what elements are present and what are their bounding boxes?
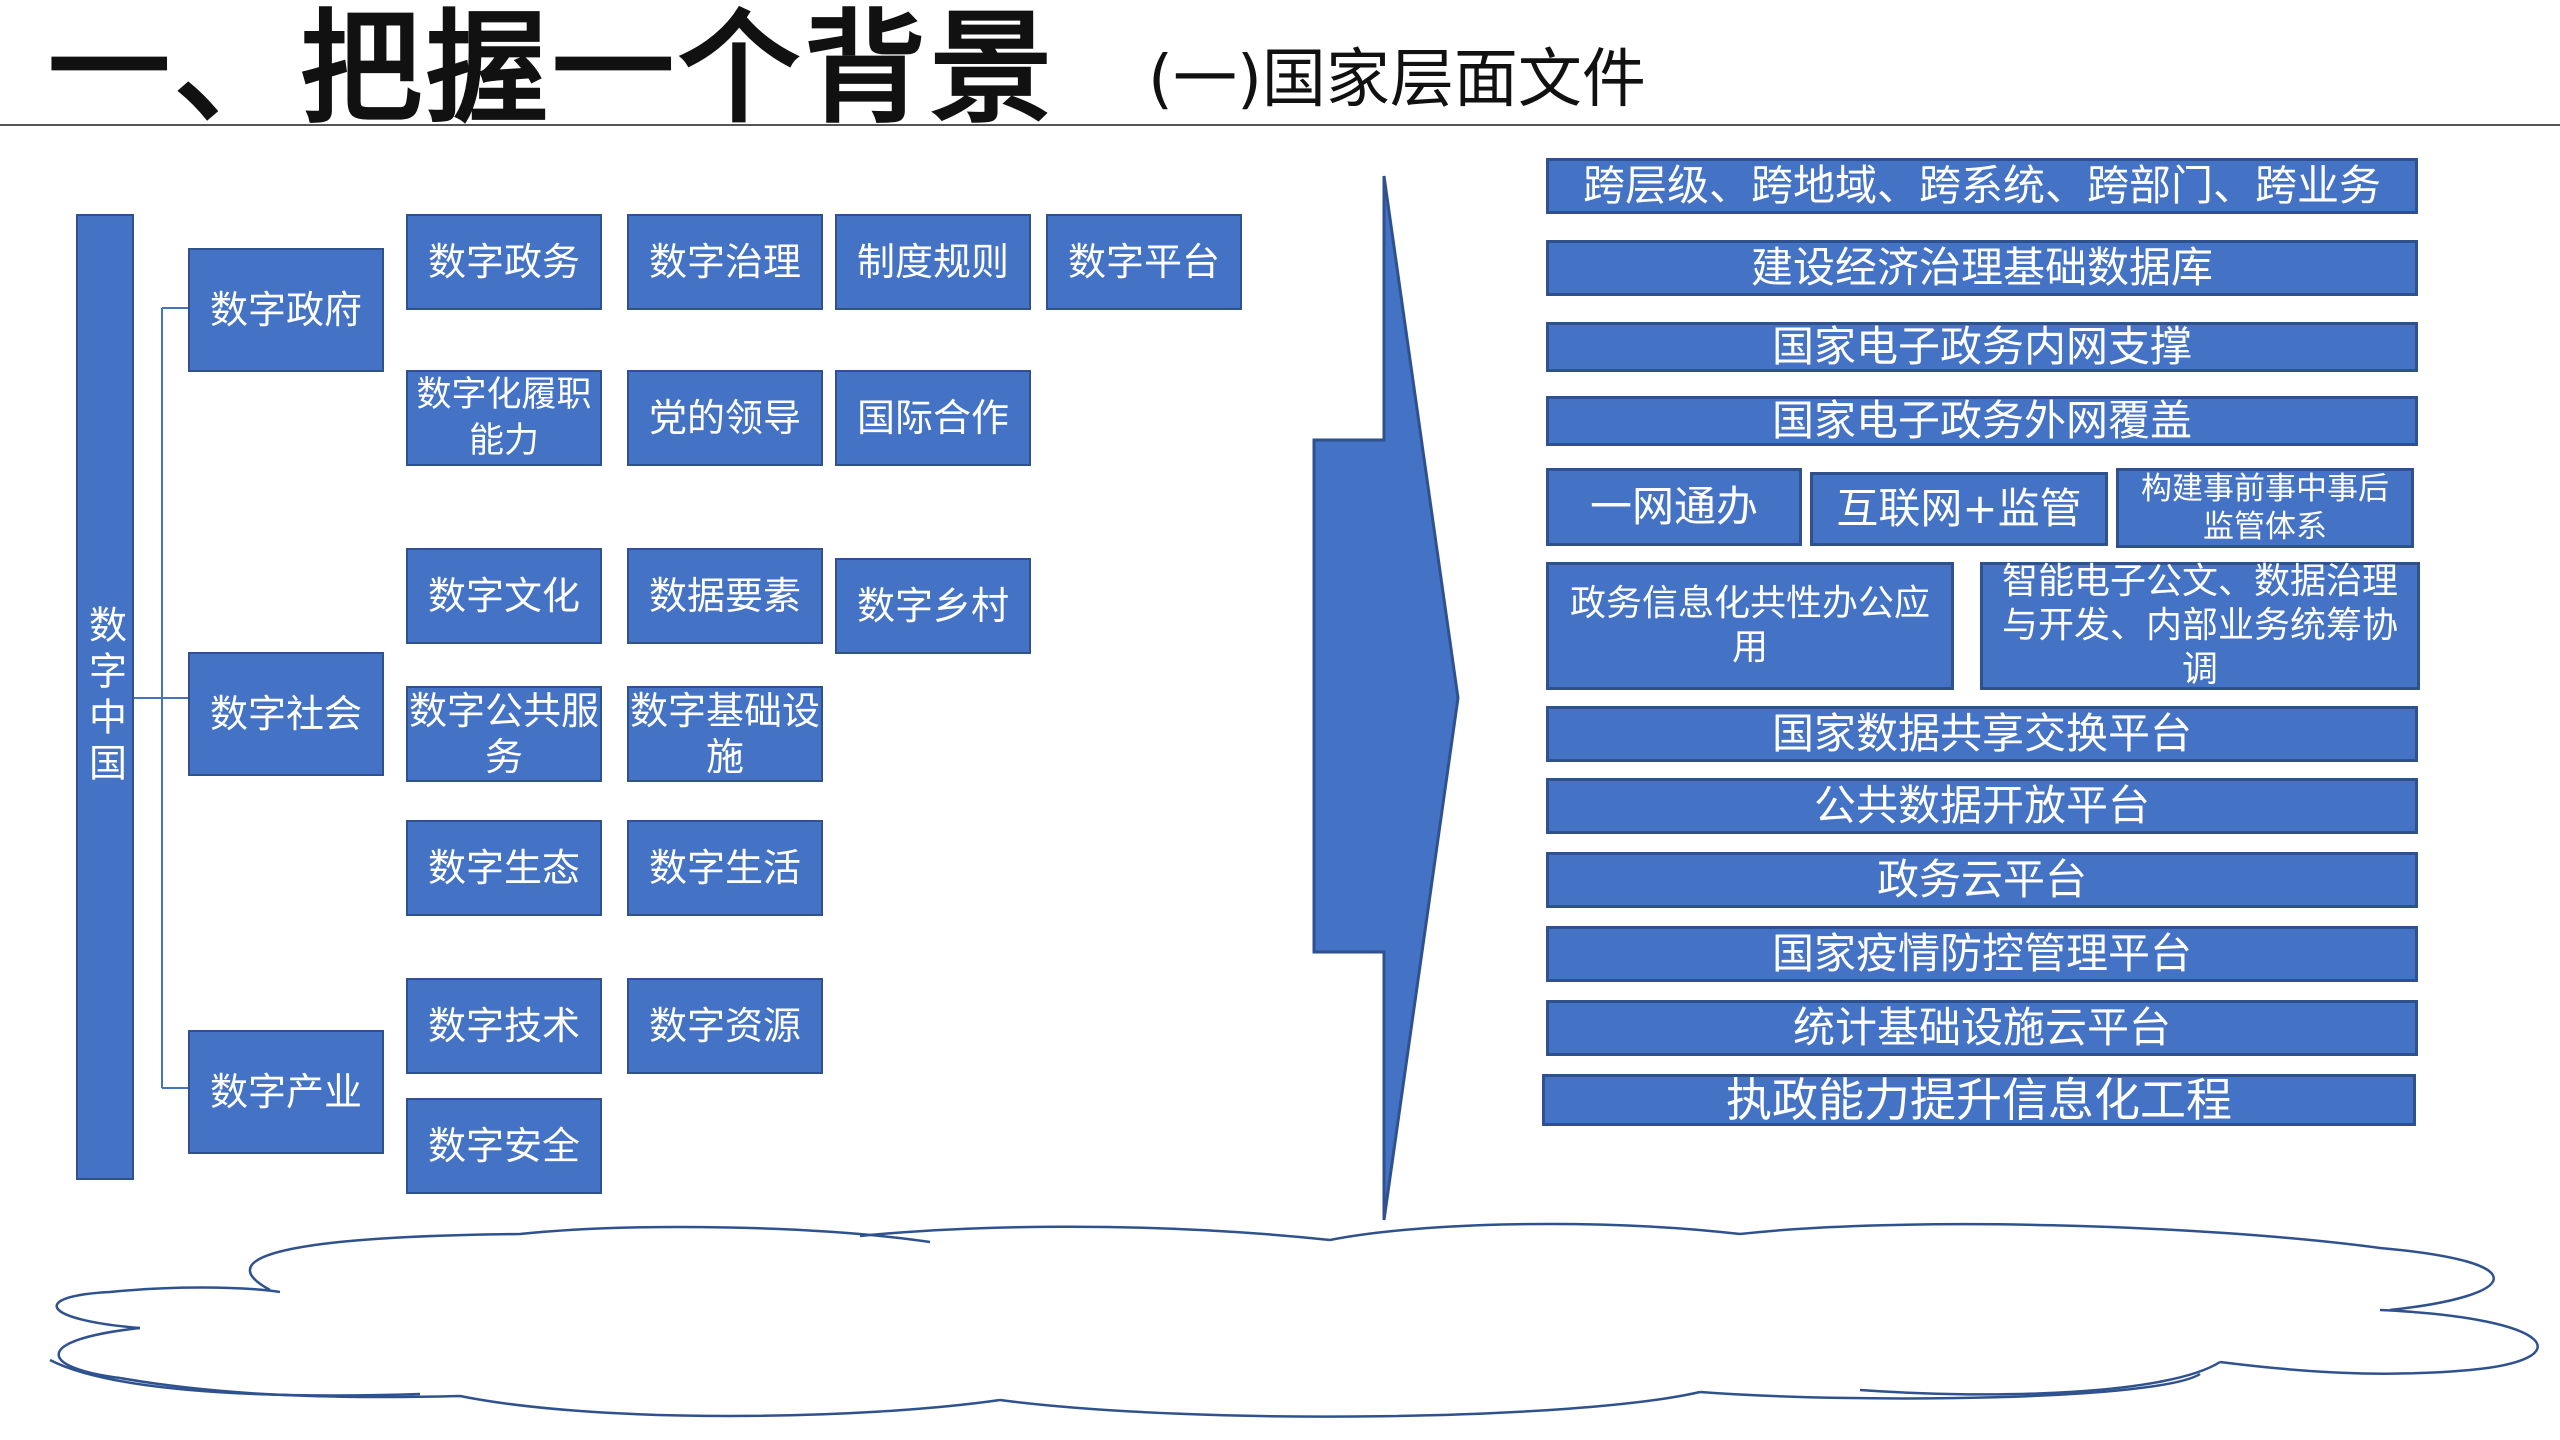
node-digital-society: 数字社会 (188, 652, 384, 776)
leaf-node: 数字生态 (406, 820, 602, 916)
leaf-node: 党的领导 (627, 370, 823, 466)
leaf-node: 数字文化 (406, 548, 602, 644)
leaf-node: 数字公共服务 (406, 686, 602, 782)
info-bar: 国家电子政务内网支撑 (1546, 322, 2418, 372)
info-bar: 国家疫情防控管理平台 (1546, 926, 2418, 982)
title-divider (0, 124, 2560, 126)
leaf-node: 数字生活 (627, 820, 823, 916)
info-bar: 建设经济治理基础数据库 (1546, 240, 2418, 296)
leaf-node: 数字化履职能力 (406, 370, 602, 466)
leaf-node: 数字平台 (1046, 214, 1242, 310)
leaf-node: 数字技术 (406, 978, 602, 1074)
leaf-node: 制度规则 (835, 214, 1031, 310)
info-bar: 公共数据开放平台 (1546, 778, 2418, 834)
leaf-node: 数字乡村 (835, 558, 1031, 654)
info-bar: 智能电子公文、数据治理与开发、内部业务统筹协调 (1980, 561, 2420, 690)
leaf-node: 数字安全 (406, 1098, 602, 1194)
info-bar: 跨层级、跨地域、跨系统、跨部门、跨业务 (1546, 158, 2418, 214)
info-bar: 构建事前事中事后监管体系 (2116, 468, 2414, 548)
info-bar: 一网通办 (1546, 468, 1802, 546)
info-bar: 统计基础设施云平台 (1546, 1000, 2418, 1056)
slide-subtitle: (一)国家层面文件 (1148, 43, 1646, 117)
slide-title: 一、把握一个背景 (48, 0, 1056, 140)
root-node-label: 数字中国 (82, 605, 127, 789)
leaf-node: 数字资源 (627, 978, 823, 1074)
leaf-node: 数据要素 (627, 548, 823, 644)
node-digital-government: 数字政府 (188, 248, 384, 372)
leaf-node: 数字治理 (627, 214, 823, 310)
info-bar: 执政能力提升信息化工程 (1542, 1074, 2416, 1126)
node-digital-industry: 数字产业 (188, 1030, 384, 1154)
info-bar: 政务信息化共性办公应用 (1546, 562, 1954, 690)
root-node-digital-china: 数字中国 (76, 214, 134, 1180)
info-bar: 国家电子政务外网覆盖 (1546, 396, 2418, 446)
info-bar: 国家数据共享交换平台 (1546, 706, 2418, 762)
info-bar: 互联网+监管 (1810, 472, 2108, 546)
leaf-node: 数字政务 (406, 214, 602, 310)
leaf-node: 数字基础设施 (627, 686, 823, 782)
leaf-node: 国际合作 (835, 370, 1031, 466)
info-bar: 政务云平台 (1546, 852, 2418, 908)
